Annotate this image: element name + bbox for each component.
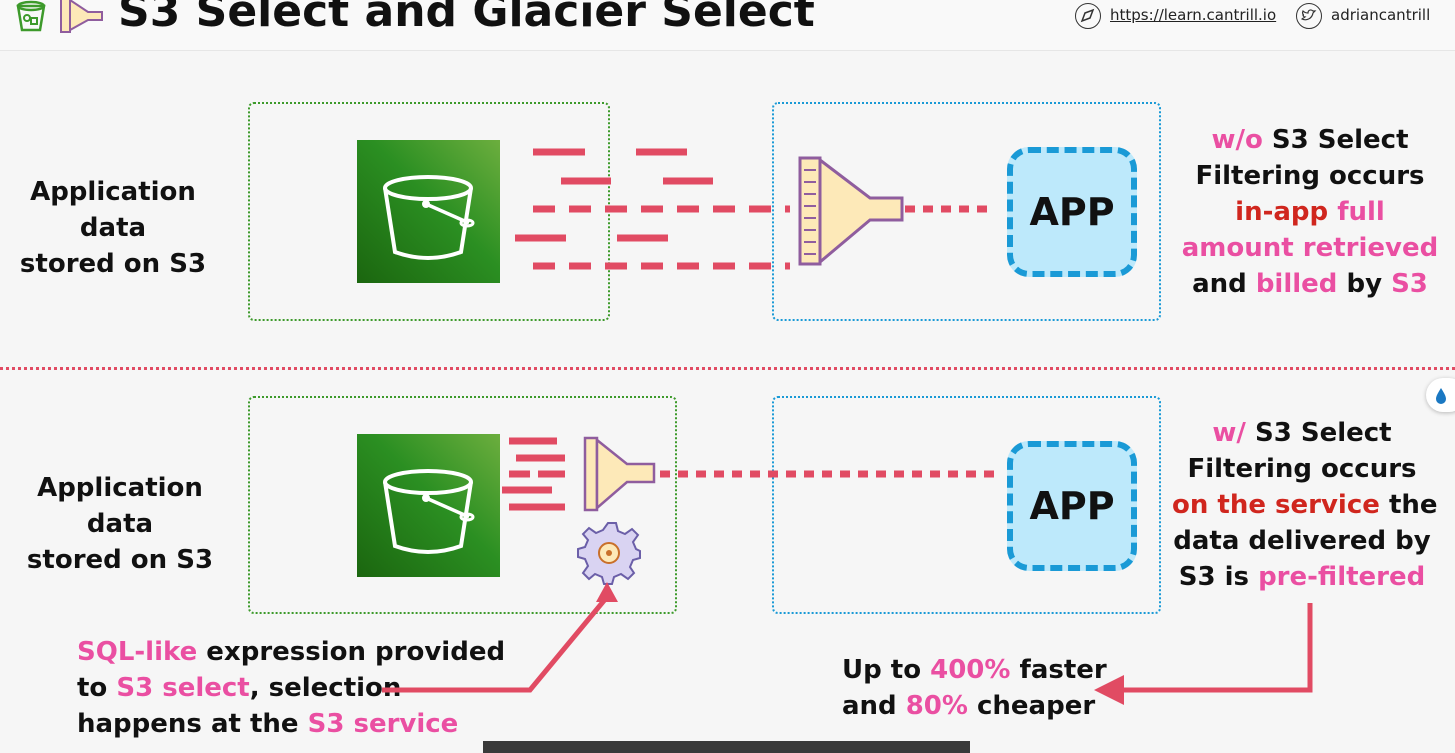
filter-funnel-icon-top (798, 156, 904, 266)
s3-small-icon (16, 0, 46, 32)
sql-arrow-head (596, 582, 618, 602)
compass-icon (1075, 3, 1101, 29)
top-right-explanation: w/o S3 Select Filtering occurs in-app fu… (1181, 125, 1439, 299)
data-streams-bottom (502, 437, 1000, 511)
app-region-box-top (772, 102, 1161, 321)
twitter-icon (1296, 3, 1322, 29)
bottom-left-label: Application data stored on S3 (26, 473, 214, 575)
s3-bucket-icon (357, 434, 500, 577)
performance-note: Up to 400% faster and 80% cheaper (842, 655, 1107, 721)
sql-expression-note: SQL-like expression provided to S3 selec… (77, 637, 506, 739)
top-left-label: Application data stored on S3 (19, 177, 207, 279)
s3-region-box-bottom (248, 396, 677, 614)
page-title: S3 Select and Glacier Select (118, 0, 815, 37)
app-label-bottom: APP (1029, 484, 1115, 528)
app-region-box-bottom (772, 396, 1161, 614)
s3-bucket-icon (357, 140, 500, 283)
site-link[interactable]: https://learn.cantrill.io (1110, 6, 1277, 24)
floating-action-button[interactable] (1426, 378, 1455, 412)
sql-arrow (382, 595, 609, 693)
gear-icon (577, 522, 641, 585)
section-divider (0, 367, 1455, 370)
filter-funnel-icon-bottom (583, 436, 656, 512)
bottom-right-explanation: w/ S3 Select Filtering occurs on the ser… (1172, 418, 1438, 592)
data-streams-top (515, 148, 990, 270)
filter-small-icon (60, 0, 103, 33)
header-bar: S3 Select and Glacier Select https://lea… (0, 0, 1455, 51)
app-label-top: APP (1029, 190, 1115, 234)
twitter-handle[interactable]: adriancantrill (1331, 6, 1431, 24)
app-icon-top: APP (1007, 147, 1137, 277)
bottom-overlay-bar (483, 741, 970, 753)
performance-arrow-head (1094, 675, 1124, 705)
performance-arrow (1120, 603, 1313, 693)
app-icon-bottom: APP (1007, 441, 1137, 571)
